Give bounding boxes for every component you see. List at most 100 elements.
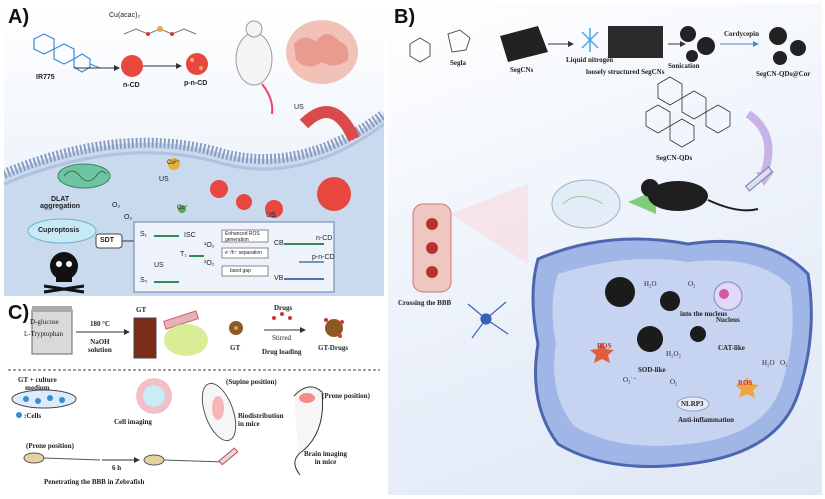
inset-t1: T₁ (180, 251, 187, 258)
autoclave-icon (31, 309, 73, 355)
inset-s0: S₀ (140, 277, 148, 284)
l-tryptophan-label: L-Tryptophan (24, 330, 64, 338)
cell-membrane (4, 109, 384, 179)
n-cd-label: n-CD (123, 82, 140, 89)
panel-a: A) IR775 Cu(acac)₂ n-CD p-n-CD US US US … (4, 4, 384, 296)
panel-b: B) Segla SegCNs Liquid nitrogen loosely … (388, 4, 822, 495)
naoh-label: NaOH solution (88, 338, 112, 354)
gt-particles-cloud (164, 324, 208, 356)
inset-vb: VB (274, 275, 284, 282)
cuproptosis-label: Cuproptosis (38, 227, 80, 234)
cu-ion-label: Cu²⁺ (167, 160, 180, 166)
syringe-icon-c (218, 447, 239, 466)
temperature-label: 180 °C (90, 320, 111, 328)
skull-icon (43, 252, 85, 294)
inset-isc: ISC (184, 232, 196, 239)
inset-cb: CB (274, 240, 284, 247)
nlrp3-blob (676, 396, 710, 412)
inset-n-cd: n-CD (316, 235, 333, 242)
drug-loading-label: Drug loading (262, 348, 302, 356)
ir775-label: IR775 (36, 74, 55, 81)
segcns-label: SegCNs (510, 66, 534, 74)
stirred-label: Stirred (272, 334, 292, 342)
qds-label: SegCN-QDs (656, 154, 693, 162)
mouse-icon (235, 20, 274, 115)
cu-acac-label: Cu(acac)₂ (109, 12, 141, 19)
inset-us: US (154, 262, 164, 269)
mouse-prone-icon (293, 386, 324, 476)
biodistribution-label: Biodistribution in mice (238, 412, 284, 428)
inset-o2-triplet: ³O₂ (204, 260, 215, 267)
gt-particle-icon (229, 321, 243, 335)
sonication-label: Sonication (668, 62, 700, 70)
p-n-cd-dot (186, 53, 208, 75)
cell-legend-dot (16, 412, 22, 418)
nucleus-label: Nucleus (716, 316, 740, 324)
o2-b-label: O₂ (670, 378, 678, 386)
cu-ion-dot (168, 158, 180, 170)
drugs-dots (272, 312, 292, 320)
cordycepin-label: Cordycepin (724, 30, 759, 38)
prone-position-left-label: (Prone position) (26, 442, 74, 450)
mouse-supine-icon (201, 382, 237, 442)
petri-dish (11, 389, 77, 409)
segla-molecule (447, 29, 471, 53)
gt-culture-label: GT + culture medium (18, 376, 57, 392)
loose-segcns-block (608, 26, 663, 58)
penetrating-bbb-label: Penetrating the BBB in Zebrafish (44, 478, 145, 486)
cell-membrane-inner (4, 122, 384, 186)
neuron-icon (467, 301, 509, 339)
h2o2-label: H₂O₂ (666, 350, 681, 358)
cd-cluster (317, 177, 351, 211)
gt-drugs-label: GT-Drugs (318, 344, 349, 352)
sod-like-label: SOD-like (638, 366, 666, 374)
panel-c: C) D-glucose L-Tryptophan 180 °C NaOH so… (4, 300, 384, 495)
o2-radical-label: O₂˙⁻ (623, 376, 637, 384)
brain-icon (286, 20, 358, 84)
sdt-label: SDT (100, 237, 114, 244)
product-label: SegCN-QDs@Cor (756, 70, 811, 78)
h2o-top-label: H₂O (644, 280, 657, 288)
d-glucose-label: D-glucose (30, 318, 59, 326)
us-label-mid: US (266, 212, 276, 219)
ros-left-label: ROS (597, 342, 612, 350)
mitochondrion-icon (57, 163, 111, 189)
gt-left-label: GT (230, 344, 241, 352)
panel-b-art (409, 26, 813, 468)
cuproptosis-bubble (27, 218, 97, 244)
segla-label: Segla (450, 59, 466, 67)
cells-legend-label: :Cells (24, 412, 42, 420)
supine-position-label: (Supine position) (226, 378, 277, 386)
cu-small-label: Cu⁺ (177, 205, 188, 211)
dlat-label: DLAT aggregation (40, 196, 81, 210)
panel-c-label: C) (8, 302, 30, 324)
qd-particle-entry (605, 277, 635, 307)
us-label-top: US (294, 104, 304, 111)
cell-imaging-label: Cell imaging (114, 418, 152, 426)
qd-structure (645, 76, 731, 148)
zebrafish-icon (23, 452, 225, 466)
anti-inflammation-label: Anti-inflammation (678, 416, 734, 424)
liquid-nitrogen-label: Liquid nitrogen (566, 56, 614, 64)
panel-c-art (8, 306, 380, 476)
time-label: 6 h (112, 464, 122, 472)
cat-like-label: CAT-like (718, 344, 745, 352)
black-mouse-icon (641, 179, 759, 212)
o2-label: O₂ (780, 359, 788, 367)
us-label-left: US (159, 176, 169, 183)
brain-imaging-label: Brain imaging in mice (304, 450, 347, 466)
ros-right-label: ROS (738, 379, 753, 387)
crossing-bbb-label: Crossing the BBB (398, 299, 452, 307)
inset-o2-singlet: ¹O₂ (204, 242, 215, 249)
o2-label-2: O₂ (124, 214, 133, 221)
gt-label: GT (136, 306, 147, 314)
segcns-sheet (500, 26, 548, 62)
ros-star-right (735, 377, 759, 398)
ir775-molecule (33, 33, 101, 73)
n-cd-dot (121, 55, 143, 77)
prone-position-right-label: (Prone position) (322, 392, 370, 400)
panel-a-art (4, 20, 384, 296)
o2-label-1: O₂ (112, 202, 121, 209)
drugs-label: Drugs (274, 304, 293, 312)
gt-beaker (133, 317, 157, 359)
